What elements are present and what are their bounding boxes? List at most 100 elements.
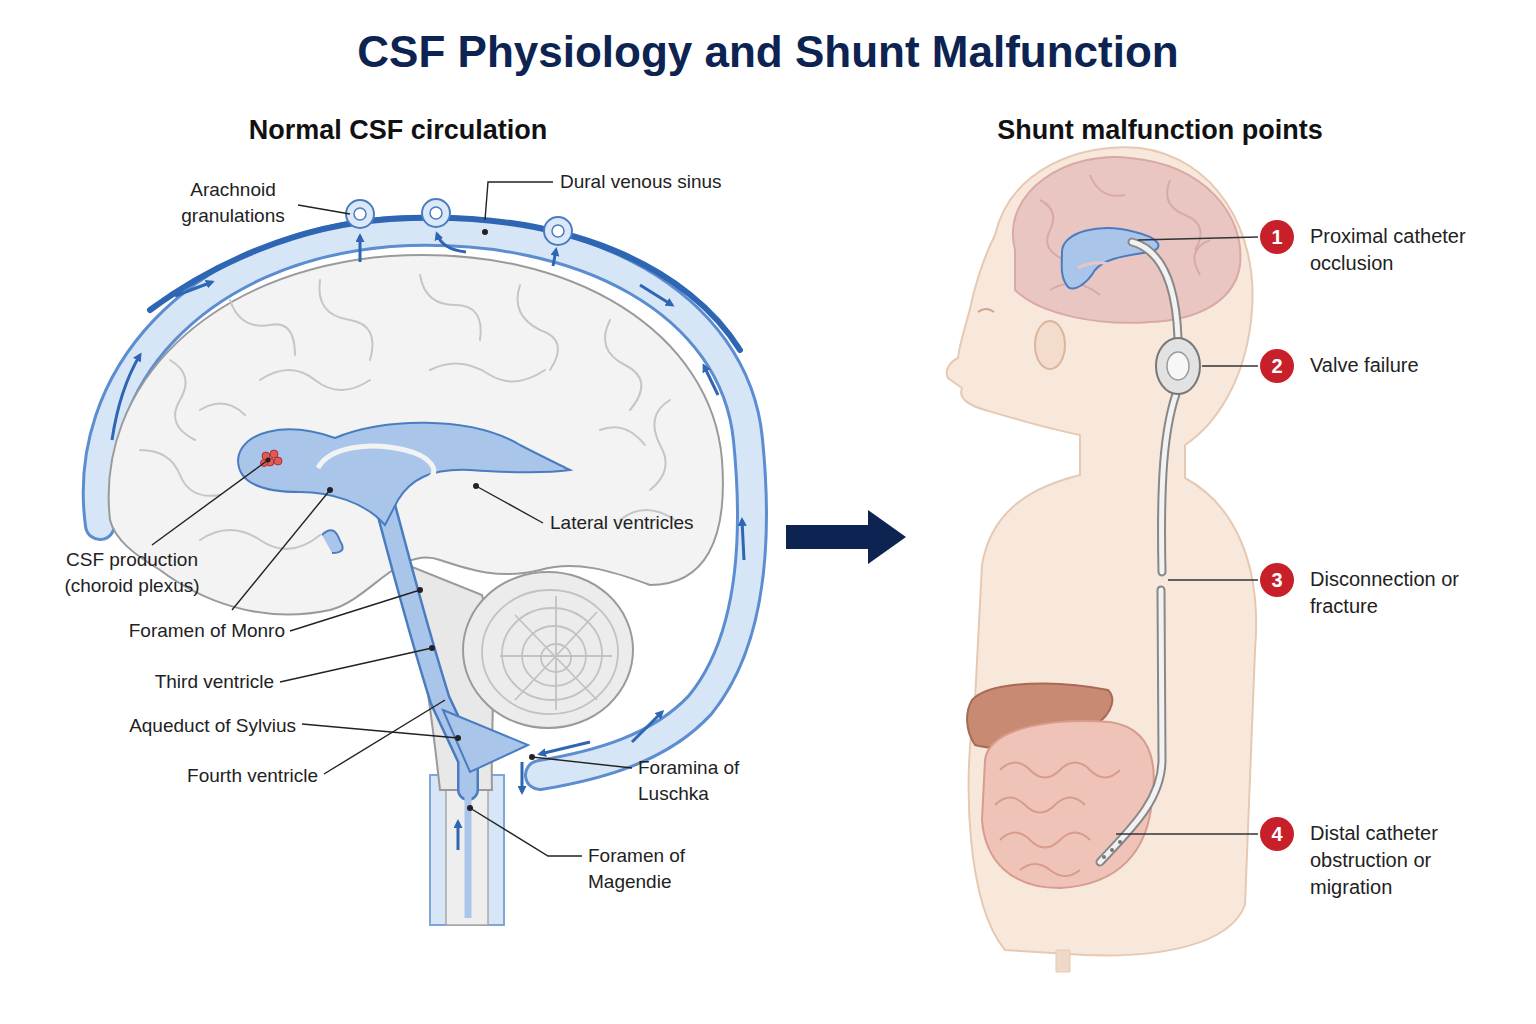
- part-label: Fourth ventricle: [88, 763, 318, 789]
- illustration-part: [605, 320, 641, 410]
- part-label: CSF production (choroid plexus): [32, 547, 232, 599]
- illustration-part: [140, 450, 220, 496]
- illustration-part: [430, 207, 442, 219]
- illustration-part: [553, 250, 556, 266]
- illustration-part: [430, 364, 545, 382]
- illustration-part: [544, 217, 572, 245]
- illustration-part: [260, 370, 370, 390]
- illustration-part: [429, 645, 435, 651]
- callout-number: 3: [1260, 563, 1294, 597]
- transition-arrow: [786, 510, 906, 564]
- illustration-part: [704, 366, 718, 395]
- illustration-part: [540, 742, 590, 754]
- illustration-part: [1110, 848, 1114, 852]
- illustration-part: [298, 205, 350, 214]
- illustration-part: [324, 700, 445, 774]
- illustration-part: [359, 236, 362, 262]
- illustration-part: [1202, 365, 1258, 366]
- illustration-part: [170, 360, 195, 440]
- illustration-part: [238, 423, 570, 525]
- illustration-part: [600, 427, 645, 445]
- illustration-part: [422, 199, 450, 227]
- illustration-part: [261, 450, 283, 467]
- callout-number: 1: [1260, 220, 1294, 254]
- illustration-part: [473, 483, 479, 489]
- illustration-part: [354, 207, 564, 237]
- illustration-part: [152, 460, 268, 545]
- part-label: Arachnoid granulations: [163, 177, 303, 229]
- leader-dots: [266, 229, 536, 811]
- illustration-part: [1102, 840, 1122, 859]
- illustration-part: [1162, 394, 1176, 572]
- callout-leaders: [1116, 237, 1258, 834]
- illustration-part: [1078, 263, 1108, 268]
- illustration-part: [232, 490, 330, 610]
- illustration-part: [1156, 338, 1200, 394]
- illustration-part: [978, 309, 994, 312]
- illustration-part: [640, 285, 672, 305]
- part-label: Aqueduct of Sylvius: [66, 713, 296, 739]
- illustration-part: [742, 520, 744, 560]
- illustration-part: [632, 712, 662, 742]
- illustration-part: [521, 762, 524, 792]
- illustration-part: [1132, 242, 1178, 338]
- illustration-part: [1194, 240, 1210, 275]
- illustration-part: [476, 486, 543, 523]
- callout-circle: 1Proximal catheter occlusion: [1260, 220, 1294, 254]
- illustration-part: [417, 587, 423, 593]
- illustration-part: [327, 487, 333, 493]
- illustration-part: [482, 590, 618, 714]
- callout-text: Valve failure: [1310, 352, 1515, 379]
- illustration-part: [346, 199, 572, 245]
- illustration-part: [482, 590, 618, 714]
- illustration-part: [500, 596, 612, 710]
- illustration-part: [1102, 855, 1106, 859]
- illustration-part: [1013, 157, 1240, 323]
- illustration-part: [1100, 590, 1162, 862]
- illustration-part: [482, 229, 488, 235]
- callout-text: Disconnection or fracture: [1310, 566, 1515, 620]
- illustration-part: [319, 280, 372, 360]
- illustration-part: [995, 798, 1085, 813]
- callout-number: 4: [1260, 817, 1294, 851]
- callout-circle: 4Distal catheter obstruction or migratio…: [1260, 817, 1294, 851]
- illustration-part: [322, 530, 343, 553]
- illustration-part: [437, 234, 466, 252]
- illustration-part: [200, 530, 320, 549]
- illustration-part: [109, 255, 723, 615]
- callout-text: Distal catheter obstruction or migration: [1310, 820, 1515, 901]
- illustration-part: [302, 724, 458, 738]
- illustration-part: [552, 225, 564, 237]
- illustration-part: [1062, 228, 1159, 289]
- illustration-part: [446, 775, 488, 925]
- section-heading: Shunt malfunction points: [940, 113, 1380, 147]
- illustration-part: [1040, 175, 1210, 295]
- illustration-part: [1162, 394, 1176, 572]
- illustration-part: [529, 754, 535, 760]
- part-label: Dural venous sinus: [560, 169, 780, 195]
- illustration-part: [430, 775, 504, 925]
- illustration-part: [200, 404, 245, 415]
- illustration-part: [346, 200, 374, 228]
- illustration-part: [1118, 840, 1122, 844]
- illustration-part: [485, 182, 553, 220]
- illustration-part: [112, 355, 140, 440]
- illustration-part: [354, 208, 366, 220]
- illustration-part: [230, 300, 295, 355]
- illustration-part: [385, 505, 468, 790]
- illustration-part: [420, 275, 481, 340]
- illustration-part: [1138, 237, 1258, 240]
- child-illustration: [947, 147, 1256, 972]
- illustration-part: [532, 757, 632, 768]
- illustration-part: [175, 282, 212, 296]
- illustration-part: [650, 400, 670, 490]
- illustration-part: [1090, 175, 1125, 196]
- illustration-part: [290, 590, 420, 631]
- illustration-part: [1132, 242, 1178, 338]
- part-label: Third ventricle: [44, 669, 274, 695]
- illustration-part: [98, 231, 752, 775]
- illustration-part: [1000, 833, 1090, 848]
- illustration-part: [463, 572, 633, 728]
